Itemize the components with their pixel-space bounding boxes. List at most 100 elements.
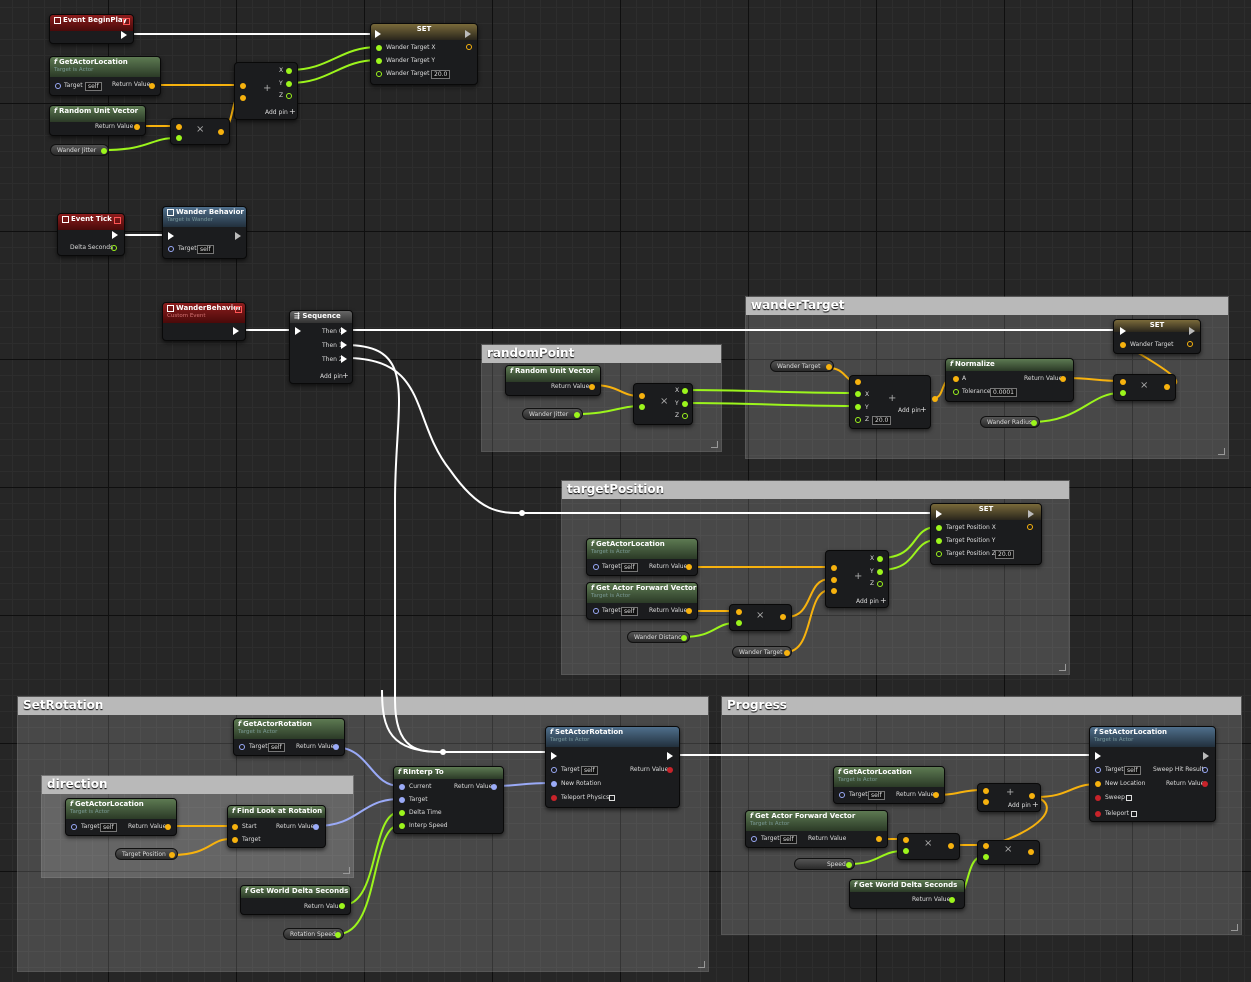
value-pin[interactable] [1031, 420, 1037, 426]
multiply-node[interactable]: × [897, 833, 960, 860]
delta-time-pin[interactable] [399, 810, 405, 816]
self-field[interactable]: self [85, 82, 102, 91]
x-in-pin[interactable] [855, 391, 861, 397]
exec-in-pin[interactable] [936, 510, 942, 518]
resize-grip[interactable] [1231, 924, 1238, 931]
exec-in-pin[interactable] [551, 752, 557, 760]
input-a-pin[interactable] [983, 788, 989, 794]
z-value-field[interactable]: 20.0 [872, 416, 892, 425]
wander-radius-variable[interactable]: Wander Radius [980, 416, 1040, 428]
set-wander-target-node[interactable]: SET Wander Target [1113, 319, 1201, 354]
delegate-icon[interactable] [123, 18, 130, 25]
vector-add-node[interactable]: + Add pin + [977, 783, 1041, 812]
wander-target-variable[interactable]: Wander Target [770, 360, 834, 372]
exec-out-pin[interactable] [121, 31, 127, 39]
multiply-node[interactable]: × [977, 840, 1040, 865]
target-position-y-pin[interactable] [936, 538, 942, 544]
exec-in-pin[interactable] [168, 232, 174, 240]
add-pin-button[interactable]: Add pin [856, 598, 879, 605]
exec-in-pin[interactable] [1120, 327, 1126, 335]
then-1-pin[interactable] [341, 341, 347, 349]
teleport-checkbox[interactable] [1131, 811, 1137, 817]
resize-grip[interactable] [698, 961, 705, 968]
z-out-pin[interactable] [682, 413, 688, 419]
resize-grip[interactable] [711, 441, 718, 448]
z-value-field[interactable]: 20.0 [995, 550, 1015, 559]
y-out-pin[interactable] [877, 569, 883, 575]
self-field[interactable]: self [1124, 766, 1141, 775]
exec-in-pin[interactable] [295, 327, 301, 335]
sweep-pin[interactable] [1095, 795, 1101, 801]
y-out-pin[interactable] [286, 81, 292, 87]
input-b-pin[interactable] [903, 848, 909, 854]
event-begin-play-node[interactable]: Event BeginPlay [49, 14, 134, 44]
input-a-pin[interactable] [831, 565, 837, 571]
input-c-pin[interactable] [831, 588, 837, 594]
value-pin[interactable] [681, 635, 687, 641]
z-out-pin[interactable] [877, 581, 883, 587]
delegate-icon[interactable] [114, 217, 121, 224]
wander-distance-variable[interactable]: Wander Distance [627, 631, 690, 643]
wander-jitter-variable[interactable]: Wander Jitter [50, 144, 109, 156]
add-pin-icon[interactable]: + [342, 371, 349, 380]
self-field[interactable]: self [581, 766, 598, 775]
output-pin[interactable] [1164, 384, 1170, 390]
exec-in-pin[interactable] [375, 30, 381, 38]
y-in-pin[interactable] [855, 404, 861, 410]
exec-out-pin[interactable] [235, 232, 241, 240]
multiply-node[interactable]: × [170, 118, 230, 145]
add-pin-icon[interactable]: + [880, 596, 887, 605]
return-value-pin[interactable] [876, 836, 882, 842]
value-pin[interactable] [101, 148, 107, 154]
resize-grip[interactable] [1059, 664, 1066, 671]
target-pin[interactable] [55, 83, 61, 89]
y-out-pin[interactable] [682, 401, 688, 407]
tolerance-pin[interactable] [953, 389, 959, 395]
sweep-hit-result-pin[interactable] [1202, 767, 1208, 773]
return-value-pin[interactable] [589, 384, 595, 390]
target-position-z-pin[interactable] [936, 551, 942, 557]
new-location-pin[interactable] [1095, 781, 1101, 787]
event-tick-node[interactable]: Event Tick Delta Seconds [57, 213, 125, 256]
tolerance-value-field[interactable]: 0.0001 [990, 388, 1017, 397]
input-a-pin[interactable] [903, 837, 909, 843]
resize-grip[interactable] [343, 867, 350, 874]
exec-out-pin[interactable] [112, 231, 118, 239]
target-position-x-pin[interactable] [936, 525, 942, 531]
input-a-pin[interactable] [855, 379, 861, 385]
sequence-node[interactable]: ⇶ Sequence Then 0 Then 1 Then 2 Add pin … [289, 310, 353, 384]
return-value-pin[interactable] [949, 897, 955, 903]
then-0-pin[interactable] [341, 327, 347, 335]
self-field[interactable]: self [868, 791, 885, 800]
output-pin[interactable] [780, 614, 786, 620]
value-pin[interactable] [826, 364, 832, 370]
return-value-pin[interactable] [491, 784, 497, 790]
delta-seconds-pin[interactable] [111, 245, 117, 251]
add-pin-icon[interactable]: + [1032, 800, 1039, 809]
exec-out-pin[interactable] [233, 327, 239, 335]
wander-target-variable[interactable]: Wander Target [732, 646, 792, 658]
vector-out-pin[interactable] [466, 44, 472, 50]
current-pin[interactable] [399, 784, 405, 790]
z-in-pin[interactable] [855, 417, 861, 423]
set-target-position-node[interactable]: SET Target Position X Target Position Y … [930, 503, 1042, 565]
input-b-pin[interactable] [983, 799, 989, 805]
value-pin[interactable] [335, 932, 341, 938]
input-b-pin[interactable] [736, 620, 742, 626]
x-out-pin[interactable] [877, 556, 883, 562]
self-field[interactable]: self [621, 607, 638, 616]
exec-out-pin[interactable] [1203, 752, 1209, 760]
z-value-field[interactable]: 20.0 [431, 70, 451, 79]
output-pin[interactable] [218, 129, 224, 135]
target-pin[interactable] [1095, 767, 1101, 773]
set-wander-target-node[interactable]: SET Wander Target X Wander Target Y Wand… [370, 23, 478, 85]
self-field[interactable]: self [197, 245, 214, 254]
output-pin[interactable] [1028, 849, 1034, 855]
